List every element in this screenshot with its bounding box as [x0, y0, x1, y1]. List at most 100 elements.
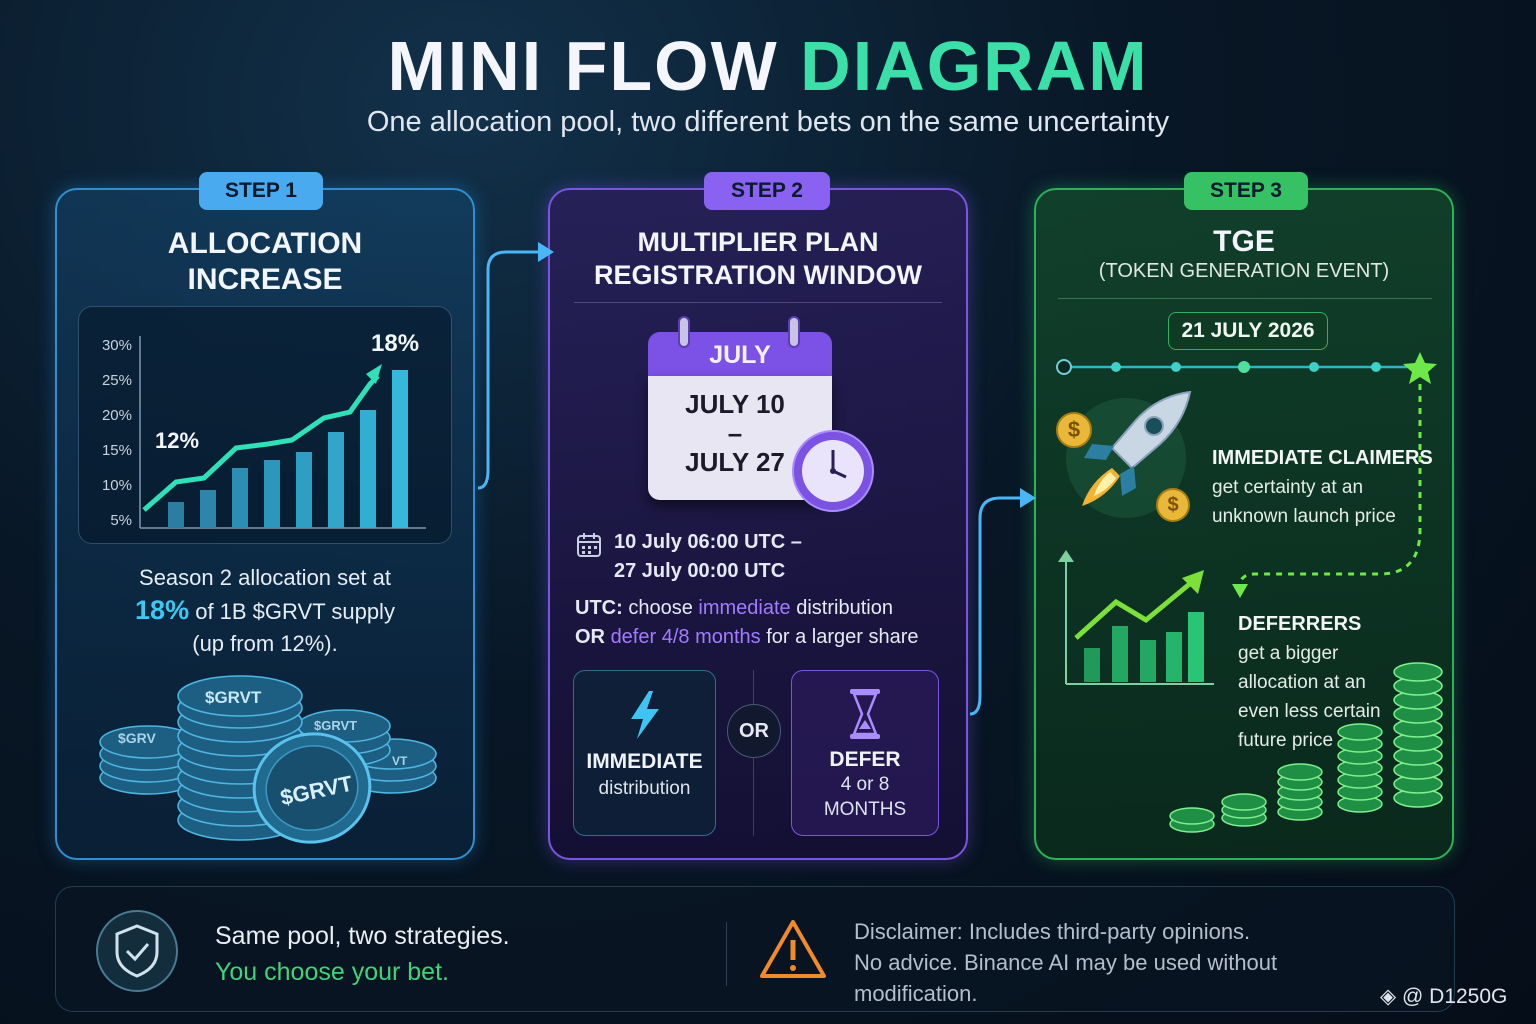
immediate-option-title: IMMEDIATE: [586, 750, 703, 773]
season-text-line3: (up from 12%).: [192, 631, 338, 656]
utc-defer-tail: for a larger share: [766, 626, 919, 648]
y-tick-15: 15%: [101, 442, 132, 459]
green-coin-stacks: [1169, 662, 1443, 833]
utc-immediate: immediate: [698, 597, 791, 619]
defer-option-months-label: MONTHS: [823, 799, 907, 820]
utc-label: UTC:: [575, 597, 623, 619]
calendar-date-start: JULY 10: [685, 389, 785, 419]
bottom-divider: [726, 922, 727, 986]
summary-line2: You choose your bet.: [215, 958, 449, 986]
y-tick-25: 25%: [101, 372, 132, 389]
defer-option-title: DEFER: [829, 748, 901, 771]
window-start: 10 July 06:00 UTC –: [614, 531, 802, 553]
tge-date-badge: 21 JULY 2026: [1168, 312, 1328, 350]
step1-badge: STEP 1: [199, 172, 323, 210]
immediate-option-card: IMMEDIATE distribution: [573, 670, 716, 836]
title-white-part: MINI FLOW: [387, 27, 779, 105]
rocket-icon: [1066, 390, 1192, 518]
watermark-handle: @ D1250G: [1402, 985, 1508, 1008]
dollar-coin-icon-right: $: [1156, 488, 1190, 522]
registration-window-time: 10 July 06:00 UTC – 27 July 00:00 UTC: [614, 528, 802, 586]
step3-panel: [1034, 188, 1454, 860]
coin-label-far-right: VT: [392, 754, 408, 768]
y-tick-5: 5%: [110, 512, 132, 529]
chart-bars: [168, 370, 408, 528]
step1-title: ALLOCATION INCREASE: [55, 226, 475, 298]
dollar-coin-icon-left: $: [1056, 412, 1092, 448]
deferrers-title: DEFERRERS: [1238, 613, 1362, 635]
allocation-chart-graphic: [139, 336, 426, 529]
deferrers-block: DEFERRERS get a bigger allocation at an …: [1238, 610, 1381, 755]
season-description: Season 2 allocation set at 18% of 1B $GR…: [55, 562, 475, 660]
claimers-line2: unknown launch price: [1212, 506, 1396, 527]
immediate-claimers-block: IMMEDIATE CLAIMERS get certainty at an u…: [1212, 444, 1433, 531]
utc-defer: defer 4/8 months: [610, 626, 761, 648]
y-tick-20: 20%: [101, 407, 132, 424]
calendar-date-dash: –: [727, 418, 743, 448]
step2-divider: [574, 302, 942, 303]
step3-title: TGE: [1213, 225, 1275, 258]
shield-check-icon: [96, 910, 178, 992]
disclaimer-line2: No advice. Binance AI may be used withou…: [854, 950, 1278, 975]
binance-logo-icon: ◈: [1380, 985, 1397, 1008]
hourglass-icon: [850, 689, 880, 739]
chart-end-label: 18%: [371, 330, 420, 357]
grvt-coin-stack: [99, 675, 437, 844]
calendar-dates: JULY 10 – JULY 27: [648, 390, 822, 477]
calendar-ring-right: [788, 316, 800, 348]
chart-y-ticks: 30% 25% 20% 15% 10% 5%: [92, 328, 132, 538]
title-green-part: DIAGRAM: [800, 27, 1149, 105]
disclaimer-line1: Disclaimer: Includes third-party opinion…: [854, 919, 1251, 944]
arrow-step1-to-step2: [477, 242, 554, 490]
defer-option-months: 4 or 8: [840, 774, 890, 795]
deferrers-line2: allocation at an: [1238, 672, 1366, 693]
season-percent: 18%: [135, 595, 190, 625]
tge-timeline: [1056, 352, 1437, 598]
step3-badge: STEP 3: [1184, 172, 1308, 210]
step1-title-line1: ALLOCATION: [167, 227, 363, 260]
claimers-line1: get certainty at an: [1212, 477, 1364, 498]
warning-icon: [760, 920, 826, 978]
step2-badge: STEP 2: [704, 172, 830, 210]
utc-text2: distribution: [796, 597, 893, 619]
arrow-step2-to-step3: [969, 488, 1036, 716]
season-text-line1: Season 2 allocation set at: [139, 565, 391, 590]
watermark: ◈ @ D1250G: [1380, 984, 1507, 1009]
or-circle: OR: [727, 704, 781, 758]
window-end: 27 July 00:00 UTC: [614, 560, 786, 582]
calendar-month: JULY: [648, 332, 832, 378]
y-tick-30: 30%: [101, 337, 132, 354]
coin-label-right: $GRVT: [314, 718, 358, 733]
step2-title-line2: REGISTRATION WINDOW: [594, 260, 922, 290]
step3-subtitle: (TOKEN GENERATION EVENT): [1098, 260, 1390, 282]
disclaimer-line3: modification.: [854, 981, 978, 1006]
step3-divider: [1058, 298, 1432, 299]
calendar-date-end: JULY 27: [685, 447, 785, 477]
season-text-line2: of 1B $GRVT supply: [195, 599, 395, 624]
y-tick-10: 10%: [101, 477, 132, 494]
disclaimer-text: Disclaimer: Includes third-party opinion…: [854, 916, 1354, 1009]
summary-text: Same pool, two strategies. You choose yo…: [215, 918, 510, 990]
utc-or: OR: [575, 626, 605, 648]
step2-title: MULTIPLIER PLAN REGISTRATION WINDOW: [548, 226, 968, 292]
utc-text1: choose: [628, 597, 693, 619]
coin-label-left: $GRV: [118, 730, 156, 746]
summary-line1: Same pool, two strategies.: [215, 922, 510, 950]
lightning-icon: [630, 691, 659, 739]
deferrers-line1: get a bigger: [1238, 643, 1339, 664]
step1-title-line2: INCREASE: [187, 263, 343, 296]
chart-start-label: 12%: [155, 428, 200, 453]
deferrers-growth-chart: [1058, 550, 1214, 685]
utc-choice-text: UTC: choose immediate distribution OR de…: [575, 594, 955, 652]
bottom-summary-bar: [55, 886, 1455, 1012]
claimers-title: IMMEDIATE CLAIMERS: [1212, 447, 1433, 469]
calendar-small-icon: [577, 533, 601, 557]
immediate-option-subtitle: distribution: [598, 778, 691, 799]
defer-option-card: DEFER 4 or 8 MONTHS: [791, 670, 939, 836]
clock-icon: [792, 430, 874, 512]
page-title: MINI FLOW DIAGRAM: [0, 28, 1536, 104]
step2-title-line1: MULTIPLIER PLAN: [637, 227, 879, 257]
deferrers-line3: even less certain: [1238, 701, 1381, 722]
deferrers-line4: future price: [1238, 730, 1334, 751]
coin-label-top: $GRVT: [205, 688, 262, 707]
